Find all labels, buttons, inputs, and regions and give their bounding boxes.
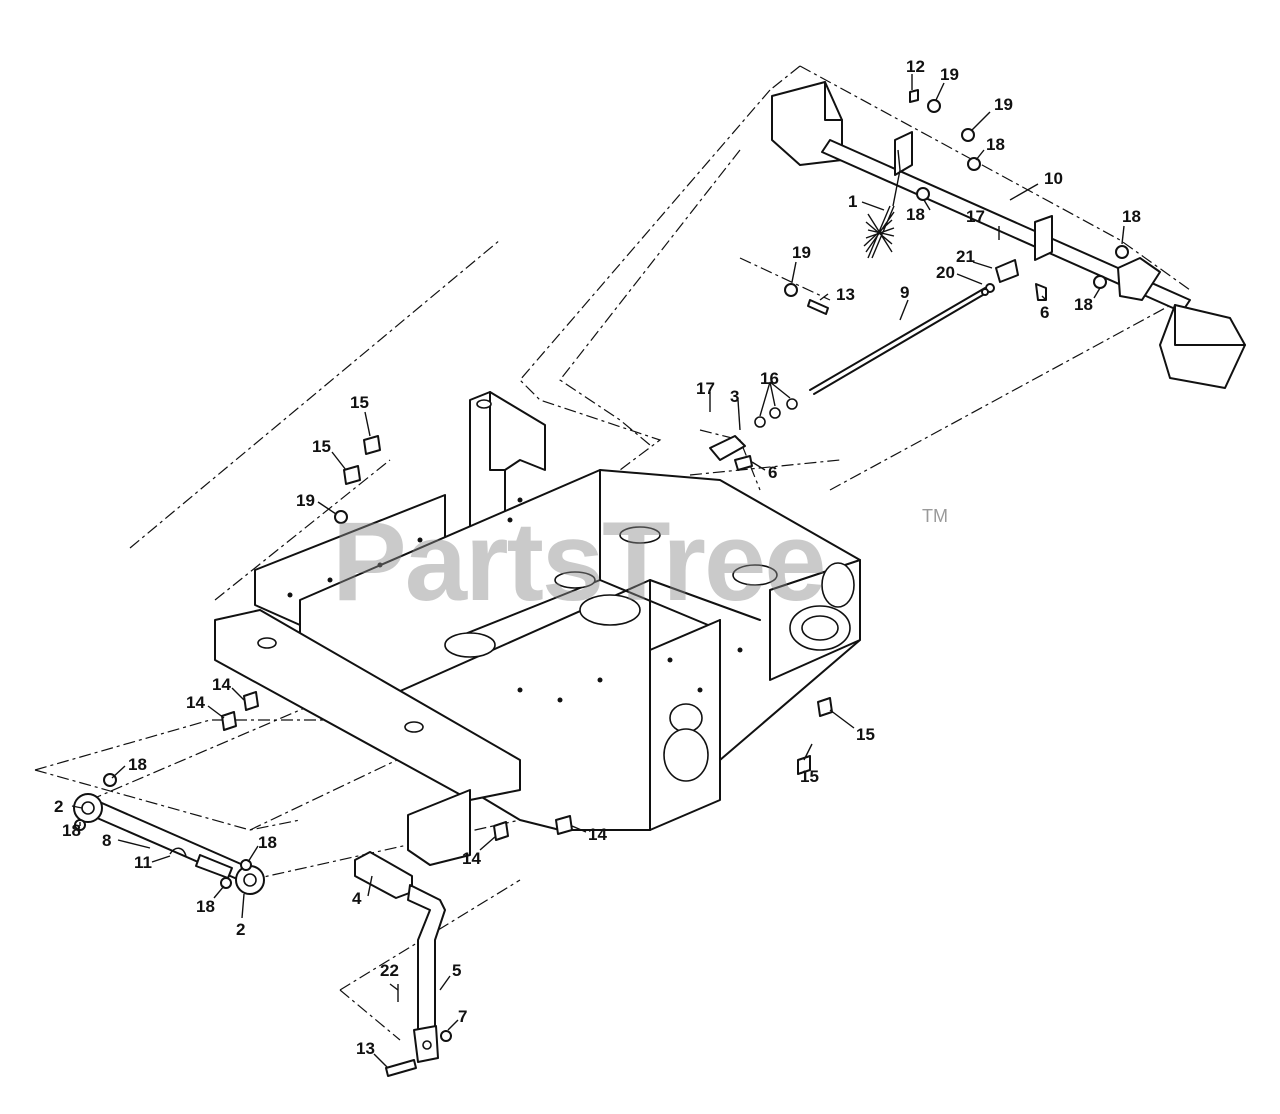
callout-1: 1 (848, 192, 857, 211)
callout-14-d: 14 (462, 849, 481, 868)
callout-15-a: 15 (350, 393, 369, 412)
callout-4: 4 (352, 889, 362, 908)
callout-18-d: 18 (1074, 295, 1093, 314)
callout-15-d: 15 (800, 767, 819, 786)
callout-21: 21 (956, 247, 975, 266)
callout-14-b: 14 (186, 693, 205, 712)
callout-19-a: 19 (940, 65, 959, 84)
callout-13-upper: 13 (836, 285, 855, 304)
callout-6-lower: 6 (768, 463, 777, 482)
callout-2-left: 2 (54, 797, 63, 816)
callout-18-g: 18 (258, 833, 277, 852)
callout-18-b: 18 (906, 205, 925, 224)
callout-15-c: 15 (856, 725, 875, 744)
callout-22: 22 (380, 961, 399, 980)
callout-5: 5 (452, 961, 461, 980)
callout-18-h: 18 (196, 897, 215, 916)
callout-18-c: 18 (1122, 207, 1141, 226)
frame-assembly (214, 391, 861, 866)
callout-13-lower: 13 (356, 1039, 375, 1058)
callout-7: 7 (458, 1007, 467, 1026)
callout-8: 8 (102, 831, 111, 850)
callout-leaders (71, 74, 1125, 1069)
callout-9: 9 (900, 283, 909, 302)
pedal-shaft-assembly (771, 81, 1246, 389)
upper-hardware (784, 89, 1129, 315)
brake-pedal-lever (354, 851, 452, 1077)
callout-19-b: 19 (994, 95, 1013, 114)
callout-14-a: 14 (212, 675, 231, 694)
watermark: PartsTree TM (332, 499, 948, 624)
callout-18-a: 18 (986, 135, 1005, 154)
callout-17-lower: 17 (696, 379, 715, 398)
callout-19-d: 19 (296, 491, 315, 510)
callout-3: 3 (730, 387, 739, 406)
callout-6-upper: 6 (1040, 303, 1049, 322)
callout-18-e: 18 (128, 755, 147, 774)
spring (863, 149, 901, 259)
callout-2-right: 2 (236, 920, 245, 939)
callout-10: 10 (1044, 169, 1063, 188)
callout-16: 16 (760, 369, 779, 388)
callout-11: 11 (134, 853, 152, 872)
control-rod (809, 283, 995, 395)
callout-14-c: 14 (588, 825, 607, 844)
watermark-brand: PartsTree (332, 499, 825, 624)
callout-18-f: 18 (62, 821, 81, 840)
callout-19-c: 19 (792, 243, 811, 262)
frame-bolts (221, 435, 833, 841)
callouts: 1 2 2 3 4 5 6 6 7 8 9 10 11 12 13 13 14 … (54, 57, 1141, 1058)
callout-17-upper: 17 (966, 207, 985, 226)
clevis-lower (709, 392, 798, 471)
callout-20: 20 (936, 263, 955, 282)
watermark-trademark: TM (922, 506, 948, 526)
callout-12: 12 (906, 57, 925, 76)
callout-15-b: 15 (312, 437, 331, 456)
